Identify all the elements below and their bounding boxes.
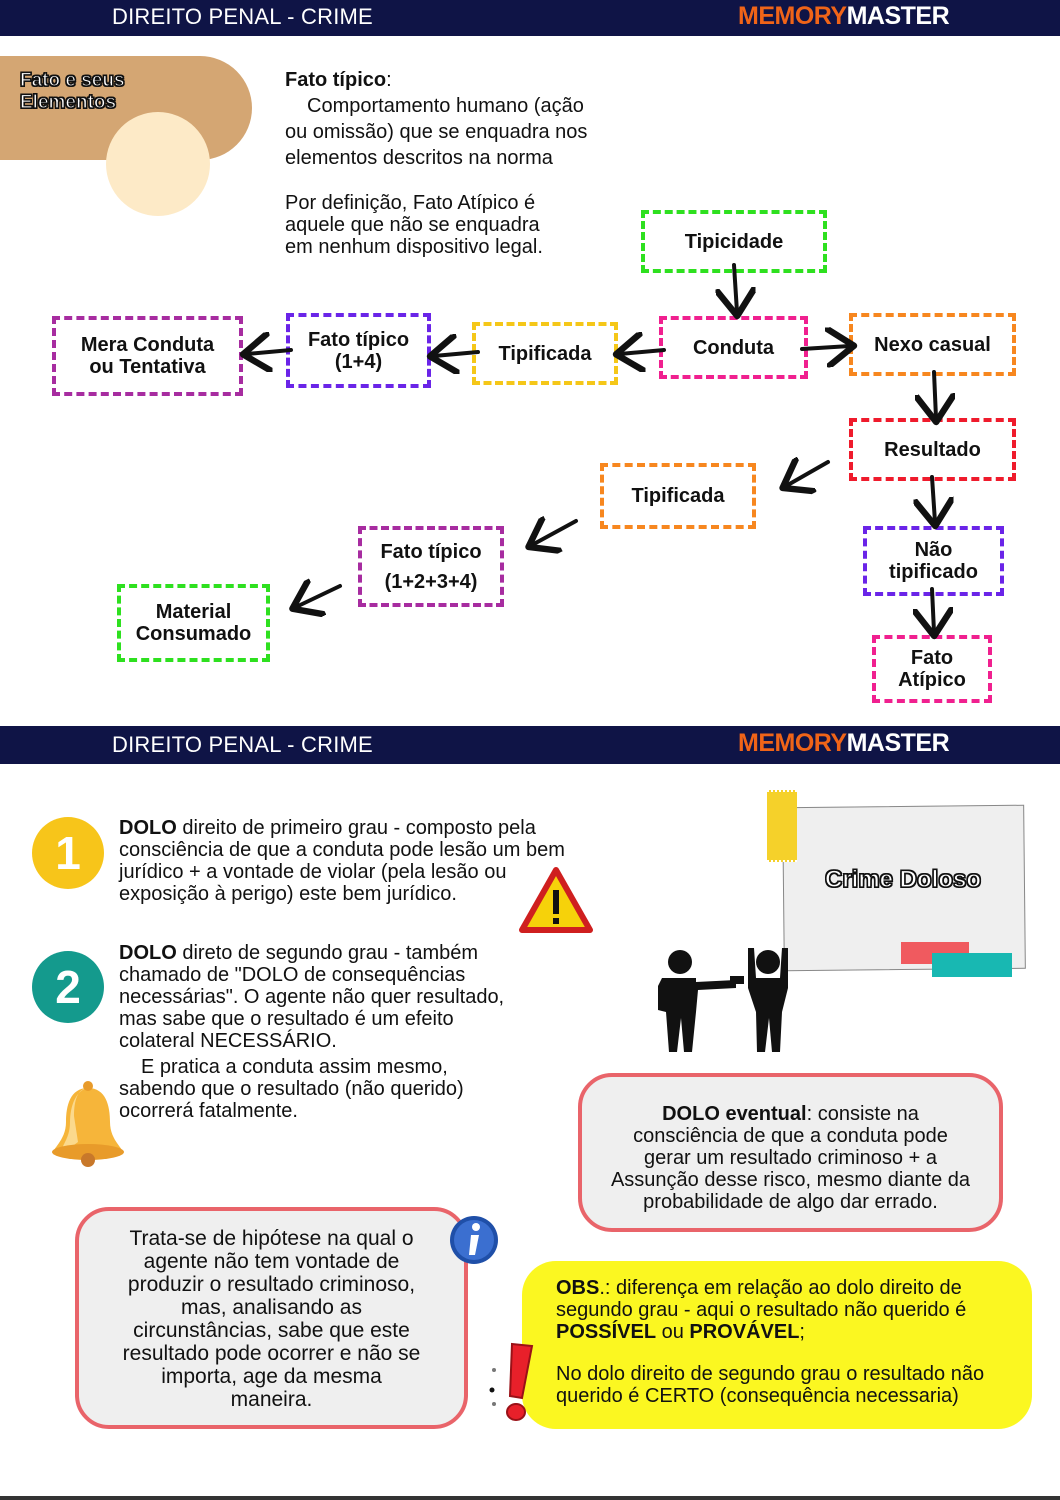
obs-text: OBS.: diferença em relação ao dolo direi… [556,1277,985,1407]
tape-yellow [767,790,797,862]
arrow-nao-atipico [932,587,934,632]
arrow-fato1234-material [296,586,342,607]
tipificada-mid-box: Tipificada [600,463,756,529]
dolo-eventual-bubble: DOLO eventual: consiste na consciência d… [578,1073,1003,1232]
arrow-resultado-tipificada [786,462,830,486]
arrow-tipificada-fatotipico [434,352,480,356]
dolo-primeiro-grau-text: DOLO direito de primeiro grau - composto… [119,817,565,905]
page-header-2: DIREITO PENAL - CRIME MEMORYMASTER [0,726,1060,764]
dolo-segundo-grau-extra: E pratica a conduta assim mesmo, sabendo… [119,1056,464,1122]
brand-logo-2: MEMORYMASTER [738,729,950,757]
flow-arrows [0,263,1060,720]
gunman-scene-icon [658,948,788,1052]
arrow-tipificada-fato1234 [532,521,578,545]
header-title: DIREITO PENAL - CRIME [112,4,373,29]
tape-teal [932,953,1012,977]
fato-tipico-1234-box: Fato típico(1+2+3+4) [358,526,504,607]
arrow-tipicidade-conduta [734,263,737,312]
arrow-conduta-tipificada [620,350,666,354]
number-badge-1: 1 [32,817,104,889]
fato-atipico-definition: Por definição, Fato Atípico é aquele que… [285,192,543,258]
exclamation-icon [489,1342,534,1421]
brand-logo: MEMORYMASTER [738,2,950,30]
section-tag-label: Fato e seus Elementos [19,69,125,113]
crime-doloso-label: Crime Doloso [824,865,982,893]
arrow-nexo-resultado [934,370,936,418]
arrow-fatotipico-mera [247,350,293,354]
number-badge-2: 2 [32,951,104,1023]
page-header: DIREITO PENAL - CRIME MEMORYMASTER [0,0,1060,36]
dolo-segundo-grau-text: DOLO direto de segundo grau - também cha… [119,942,505,1052]
obs-box [522,1261,1032,1429]
conduta-box: Conduta [659,316,808,379]
bell-icon [52,1081,124,1167]
arrow-resultado-nao [932,475,935,522]
bottom-rule [0,1496,1060,1500]
nexo-causal-box: Nexo casual [849,313,1016,376]
fato-tipico-definition: Fato típico: Comportamento humano (ação … [285,69,588,169]
info-icon [450,1216,498,1264]
fato-tipico-1-4-box: Fato típico(1+4) [286,313,431,388]
resultado-box: Resultado [849,418,1016,481]
warning-icon [519,867,593,933]
arrow-conduta-nexo [800,346,850,349]
hipotese-bubble: Trata-se de hipótese na qual o agente nã… [75,1207,468,1429]
header-title-2: DIREITO PENAL - CRIME [112,732,373,757]
tag-circle-decoration [106,112,210,216]
